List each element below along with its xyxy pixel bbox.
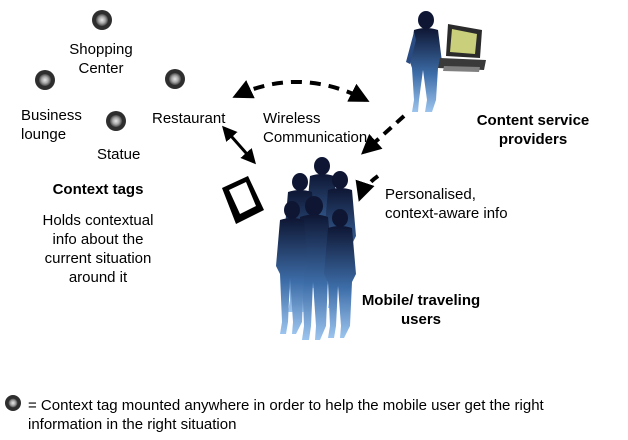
tag-icon-shopping: [92, 10, 112, 30]
content-service-providers-label: Content service providers: [476, 112, 590, 148]
label-shopping-center: Shopping Center: [69, 41, 133, 77]
handheld-device-icon: [222, 176, 264, 224]
context-tags-title: Context tags: [52, 181, 144, 198]
label-statue: Statue: [97, 146, 141, 163]
legend-text: = Context tag mounted anywhere in order …: [28, 397, 544, 433]
label-business-lounge: Business lounge: [21, 107, 82, 143]
content-provider-figure: [406, 11, 442, 112]
computer-icon: [438, 24, 486, 72]
mobile-users-label: Mobile/ traveling users: [361, 292, 481, 328]
personalised-info-label: Personalised, context-aware info: [385, 186, 508, 222]
tag-icon-statue: [106, 111, 126, 131]
label-restaurant: Restaurant: [152, 110, 226, 127]
tag-icon-restaurant: [165, 69, 185, 89]
mobile-users-group: [276, 157, 356, 340]
info-to-users-arrow: [355, 174, 380, 202]
provider-to-users-arrow: [361, 114, 406, 155]
wireless-arrow: [232, 80, 370, 102]
tag-icon-business: [35, 70, 55, 90]
legend-tag-icon: [5, 395, 21, 411]
label-wireless-communication: Wireless Communication: [263, 110, 368, 146]
context-tags-description: Holds contextual info about the current …: [42, 212, 154, 286]
restaurant-device-arrow: [222, 125, 256, 165]
